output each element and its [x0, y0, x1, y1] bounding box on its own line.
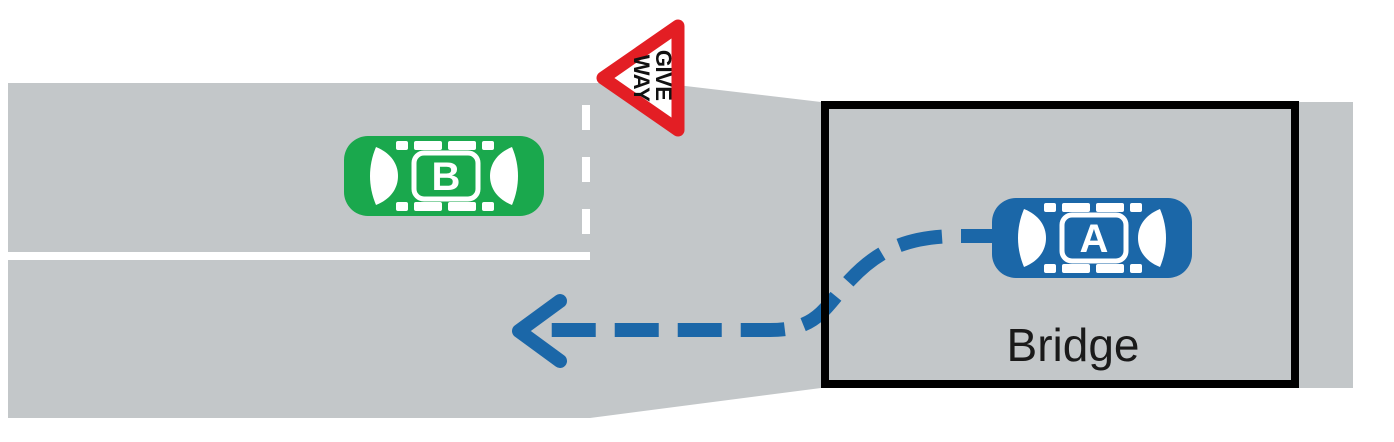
car-a-label: A: [1080, 217, 1109, 261]
car-b: B: [344, 136, 544, 216]
bridge-label: Bridge: [1007, 319, 1140, 371]
solid-centre-line: [8, 252, 590, 260]
arrowhead-icon: [512, 294, 567, 368]
car-a: A: [992, 198, 1192, 278]
car-b-front-windscreen: [490, 147, 518, 205]
car-b-side-windows: [396, 141, 494, 211]
car-b-label: B: [432, 155, 461, 199]
car-b-rear-windscreen: [370, 147, 398, 205]
car-a-rear-windscreen: [1018, 209, 1046, 267]
give-way-sign: GIVE WAY: [596, 19, 685, 137]
car-a-side-windows: [1044, 203, 1142, 273]
car-b-body: [344, 136, 544, 216]
bridge-outline: [821, 101, 1299, 388]
car-a-roof-outline: [1059, 212, 1129, 264]
car-b-roof-outline: [411, 150, 481, 202]
vehicle-path-arrow: [545, 229, 1005, 337]
car-a-body: [992, 198, 1192, 278]
give-way-sign-text: GIVE WAY: [629, 50, 676, 106]
car-a-front-windscreen: [1138, 209, 1166, 267]
give-way-triangle-icon: [596, 19, 685, 137]
